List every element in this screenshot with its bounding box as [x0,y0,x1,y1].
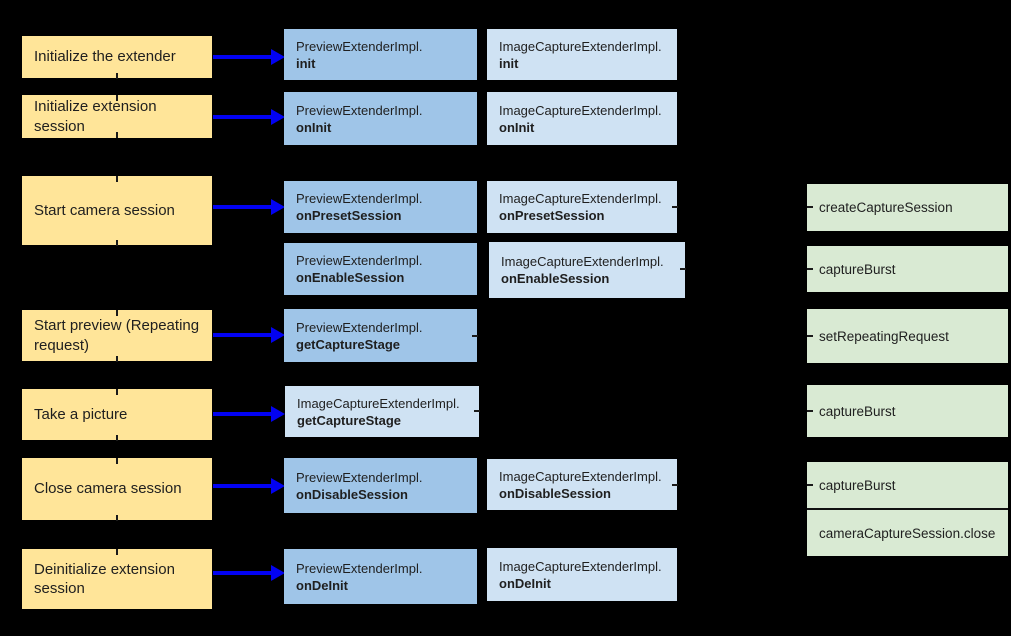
class-name: ImageCaptureExtenderImpl. [499,102,662,118]
class-name: ImageCaptureExtenderImpl. [499,468,662,484]
step-start-preview: Start preview (Repeating request) [22,310,212,361]
method-name: init [296,55,316,71]
class-name: PreviewExtenderImpl. [296,38,423,54]
connector-tick [807,410,813,412]
method-name: onDeInit [499,575,551,591]
step-label: Initialize the extender [34,48,176,66]
connector-tick [116,458,118,464]
api-label: captureBurst [819,261,896,277]
method-imagecapture-oninit: ImageCaptureExtenderImpl. onInit [487,92,677,145]
method-name: onDeInit [296,577,348,593]
arrow-right-icon [213,109,285,125]
connector-tick [116,240,118,246]
connector-tick [672,206,678,208]
connector-tick [672,484,678,486]
connector-tick [116,310,118,316]
api-box-divider [807,508,1008,510]
connector-tick [116,356,118,362]
method-preview-onenablesession: PreviewExtenderImpl. onEnableSession [284,243,477,295]
method-preview-ondisablesession: PreviewExtenderImpl. onDisableSession [284,458,477,513]
method-imagecapture-onpresetsession: ImageCaptureExtenderImpl. onPresetSessio… [487,181,677,233]
method-name: onInit [499,119,535,135]
connector-tick [807,268,813,270]
class-name: PreviewExtenderImpl. [296,560,423,576]
arrow-right-icon [213,199,285,215]
class-name: PreviewExtenderImpl. [296,469,423,485]
api-captureburst-1: captureBurst [807,246,1008,292]
class-name: ImageCaptureExtenderImpl. [501,254,664,269]
method-preview-getcapturestage: PreviewExtenderImpl. getCaptureStage [284,309,477,362]
step-deinitialize-extension-session: Deinitialize extension session [22,549,212,609]
api-label: captureBurst [819,477,896,493]
step-initialize-extension-session: Initialize extension session [22,95,212,138]
method-name: init [499,55,519,71]
step-initialize-the-extender: Initialize the extender [22,36,212,78]
step-label: Deinitialize extension session [34,560,175,597]
method-name: onDisableSession [499,485,611,501]
api-label: cameraCaptureSession.close [819,525,996,541]
method-name: onPresetSession [499,208,605,223]
connector-tick [116,435,118,441]
arrow-right-icon [213,49,285,65]
connector-tick [680,268,686,270]
method-preview-ondeinit: PreviewExtenderImpl. onDeInit [284,549,477,604]
arrow-right-icon [213,327,285,343]
connector-tick [472,335,478,337]
class-name: PreviewExtenderImpl. [296,102,423,118]
method-preview-oninit: PreviewExtenderImpl. onInit [284,92,477,145]
connector-tick [116,389,118,395]
method-name: onInit [296,119,332,135]
connector-tick [116,73,118,79]
step-label: Close camera session [34,480,182,498]
class-name: ImageCaptureExtenderImpl. [499,558,662,574]
method-name: getCaptureStage [296,336,401,352]
method-imagecapture-ondeinit: ImageCaptureExtenderImpl. onDeInit [487,548,677,601]
step-label: Take a picture [34,405,128,423]
method-name: onPresetSession [296,208,402,223]
connector-tick [807,335,813,337]
method-name: getCaptureStage [297,412,402,428]
class-name: PreviewExtenderImpl. [296,253,423,268]
api-createcapturesession: createCaptureSession [807,184,1008,231]
method-imagecapture-init: ImageCaptureExtenderImpl. init [487,29,677,80]
class-name: ImageCaptureExtenderImpl. [297,395,460,411]
method-imagecapture-getcapturestage: ImageCaptureExtenderImpl. getCaptureStag… [285,386,479,437]
api-setrepeatingrequest: setRepeatingRequest [807,309,1008,363]
connector-tick [116,132,118,138]
method-imagecapture-ondisablesession: ImageCaptureExtenderImpl. onDisableSessi… [487,459,677,510]
method-imagecapture-onenablesession: ImageCaptureExtenderImpl. onEnableSessio… [489,242,685,298]
connector-tick [116,515,118,521]
method-name: onEnableSession [296,270,405,285]
connector-tick [807,206,813,208]
step-start-camera-session: Start camera session [22,176,212,245]
connector-tick [807,484,813,486]
method-preview-init: PreviewExtenderImpl. init [284,29,477,80]
class-name: ImageCaptureExtenderImpl. [499,191,662,206]
arrow-right-icon [213,406,285,422]
arrow-right-icon [213,478,285,494]
connector-tick [474,410,480,412]
step-label: Start preview (Repeating request) [34,317,200,354]
api-label: captureBurst [819,403,896,419]
method-preview-onpresetsession: PreviewExtenderImpl. onPresetSession [284,181,477,233]
method-name: onEnableSession [501,271,610,286]
api-label: setRepeatingRequest [819,328,949,344]
connector-tick [116,176,118,182]
class-name: PreviewExtenderImpl. [296,191,423,206]
step-label: Initialize extension session [34,98,157,135]
api-label: createCaptureSession [819,200,953,215]
step-label: Start camera session [34,201,175,219]
method-name: onDisableSession [296,486,408,502]
connector-tick [116,549,118,555]
api-cameracapturesession-close: cameraCaptureSession.close [807,510,1008,556]
connector-tick [116,95,118,101]
api-captureburst-3: captureBurst [807,462,1008,508]
api-captureburst-2: captureBurst [807,385,1008,437]
step-close-camera-session: Close camera session [22,458,212,520]
class-name: ImageCaptureExtenderImpl. [499,38,662,54]
step-take-a-picture: Take a picture [22,389,212,440]
class-name: PreviewExtenderImpl. [296,319,423,335]
arrow-right-icon [213,565,285,581]
